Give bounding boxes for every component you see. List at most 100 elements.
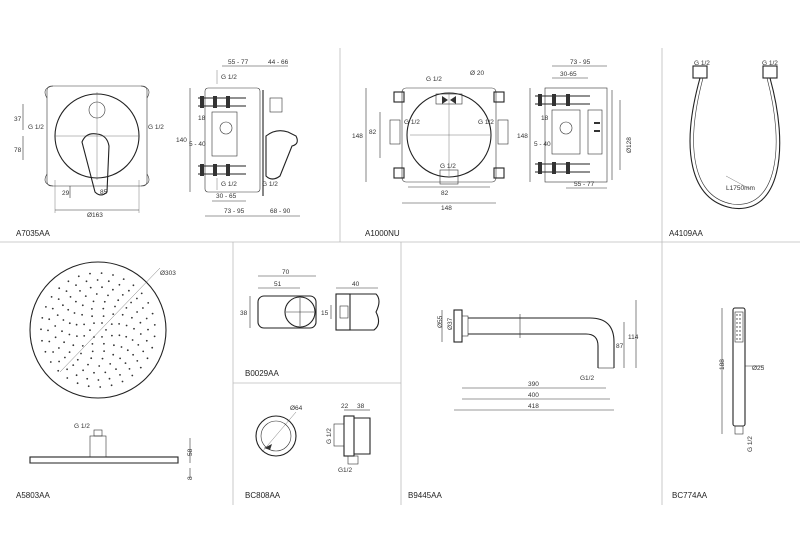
- nozzle-dot: [112, 353, 115, 356]
- dim-18-b: 18: [541, 115, 549, 122]
- nozzle-dot: [124, 362, 127, 364]
- nozzle-dot: [115, 368, 117, 370]
- nozzle-dot: [89, 286, 92, 289]
- nozzle-dot: [64, 356, 66, 359]
- nozzle-dot: [139, 366, 142, 369]
- nozzle-dot: [51, 307, 54, 310]
- nozzle-dot: [120, 346, 123, 348]
- nozzle-dot: [41, 317, 44, 319]
- nozzle-dot: [109, 363, 112, 365]
- g-half-b: G 1/2: [762, 60, 778, 67]
- nozzle-dot: [151, 346, 154, 349]
- nozzle-dot: [81, 304, 84, 307]
- nozzle-dot: [93, 322, 95, 324]
- dim-37: 37: [14, 116, 22, 123]
- nozzle-dot: [131, 374, 134, 377]
- dim-5-40-b: 5 - 40: [534, 141, 551, 148]
- dim-188: 188: [719, 359, 726, 370]
- g-half-3: G 1/2: [221, 74, 237, 81]
- nozzle-dot: [48, 340, 51, 343]
- nozzle-dot: [142, 307, 144, 309]
- g-half-right: G 1/2: [478, 119, 494, 126]
- nozzle-dot: [110, 323, 113, 325]
- nozzle-dot: [102, 315, 105, 317]
- nozzle-dot: [75, 374, 78, 377]
- nozzle-dot: [739, 322, 741, 324]
- nozzle-dot: [98, 365, 101, 367]
- nozzle-dot: [84, 295, 87, 297]
- nozzle-dot: [41, 339, 43, 342]
- nozzle-dot: [153, 324, 156, 326]
- dim-55-77-b: 55 - 77: [574, 181, 595, 188]
- nozzle-dot: [111, 334, 113, 337]
- dim-d25: Ø25: [752, 365, 765, 372]
- nozzle-dot: [90, 357, 93, 360]
- dim-22: 22: [341, 403, 349, 410]
- nozzle-dot: [107, 294, 109, 297]
- dim-d37: Ø37: [447, 317, 454, 330]
- g-half-bottom: G 1/2: [440, 163, 456, 170]
- panel-grid: [0, 48, 800, 505]
- nozzle-dot: [91, 315, 93, 318]
- nozzle-dot: [91, 350, 94, 353]
- nozzle-dot: [75, 323, 78, 326]
- nozzle-dot: [131, 316, 133, 319]
- nozzle-dot: [58, 360, 60, 363]
- nozzle-dot: [66, 368, 68, 371]
- dim-d64: Ø64: [290, 405, 303, 412]
- nozzle-dot: [736, 326, 738, 328]
- nozzle-dot: [48, 318, 51, 321]
- panel-bc808aa: Ø64 22 38 G 1/2 G1/2 BC808AA: [245, 403, 371, 500]
- nozzle-dot: [57, 369, 60, 372]
- dim-15: 15: [321, 310, 329, 317]
- nozzle-dot: [736, 322, 738, 324]
- nozzle-dot: [104, 371, 107, 374]
- g-half-side: G 1/2: [326, 428, 333, 444]
- g-half-5: G 1/2: [262, 181, 278, 188]
- product-code: A5803AA: [16, 491, 50, 500]
- nozzle-dot: [79, 290, 81, 292]
- nozzle-dot: [81, 313, 83, 316]
- nozzle-dot: [117, 299, 120, 302]
- nozzle-dot: [139, 333, 142, 335]
- dim-55-77: 55 - 77: [228, 59, 249, 66]
- nozzle-dot: [95, 293, 98, 295]
- nozzle-dot: [121, 294, 124, 296]
- nozzle-dot: [102, 307, 105, 310]
- dim-400: 400: [528, 392, 539, 399]
- nozzle-dot: [50, 296, 53, 298]
- nozzle-dot: [113, 344, 115, 347]
- nozzle-dot: [62, 319, 65, 321]
- nozzle-dot: [89, 329, 91, 331]
- product-code: B9445AA: [408, 491, 442, 500]
- nozzle-dot: [75, 284, 77, 286]
- nozzle-dot: [140, 292, 143, 295]
- nozzle-dot: [125, 335, 128, 338]
- dim-5-40: 5 - 40: [189, 141, 206, 148]
- nozzle-dot: [57, 298, 60, 300]
- nozzle-dot: [112, 288, 114, 291]
- nozzle-dot: [139, 321, 142, 324]
- product-code: B0029AA: [245, 369, 279, 378]
- nozzle-dot: [96, 279, 99, 281]
- nozzle-dot: [105, 329, 107, 331]
- nozzle-dot: [83, 335, 86, 337]
- nozzle-dot: [103, 342, 105, 345]
- nozzle-dot: [125, 307, 128, 309]
- nozzle-dot: [147, 302, 150, 304]
- dim-30-65-b: 30-65: [560, 71, 577, 78]
- nozzle-dot: [107, 280, 110, 283]
- nozzle-dot: [47, 329, 49, 332]
- nozzle-dot: [100, 272, 103, 274]
- nozzle-dot: [82, 369, 84, 372]
- dim-114: 114: [628, 334, 639, 341]
- nozzle-dot: [72, 344, 75, 347]
- nozzle-dot: [58, 287, 61, 290]
- nozzle-dot: [146, 357, 149, 360]
- nozzle-dot: [101, 322, 103, 324]
- nozzle-dot: [87, 363, 89, 366]
- nozzle-dot: [68, 322, 71, 325]
- nozzle-dot: [77, 275, 80, 278]
- nozzle-dot: [75, 300, 77, 303]
